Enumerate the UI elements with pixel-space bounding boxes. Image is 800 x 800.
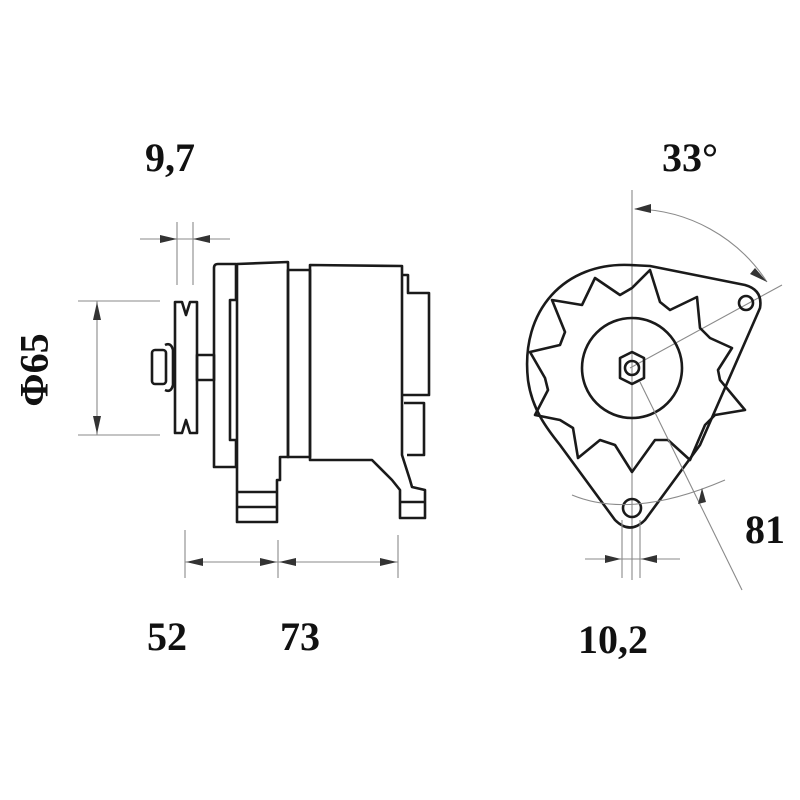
rear-cap [402, 273, 431, 397]
dim-pulley-diameter [78, 300, 160, 436]
label-pulley-width: 9,7 [145, 135, 195, 180]
label-mount-angle: 33° [662, 135, 718, 180]
mount-hole-lower [621, 497, 643, 519]
label-mount-radius: 81 [745, 507, 785, 552]
label-pulley-diameter: Φ65 [11, 333, 57, 407]
regulator [404, 401, 426, 457]
label-front-offset: 52 [147, 614, 187, 659]
label-hole-width: 10,2 [578, 617, 648, 662]
front-view [525, 190, 783, 591]
hub [580, 316, 684, 420]
label-body-length: 73 [280, 614, 320, 659]
front-housing [235, 260, 290, 524]
front-flange [212, 262, 238, 469]
mount-hole-upper [737, 294, 755, 312]
dim-length [184, 530, 399, 578]
dim-pulley-width [140, 222, 230, 285]
rear-housing [308, 263, 427, 520]
front-housing-outline [525, 263, 762, 529]
stator-ring [286, 268, 312, 459]
pulley [150, 300, 216, 435]
shaft-nut [618, 350, 646, 386]
side-view [78, 222, 431, 578]
